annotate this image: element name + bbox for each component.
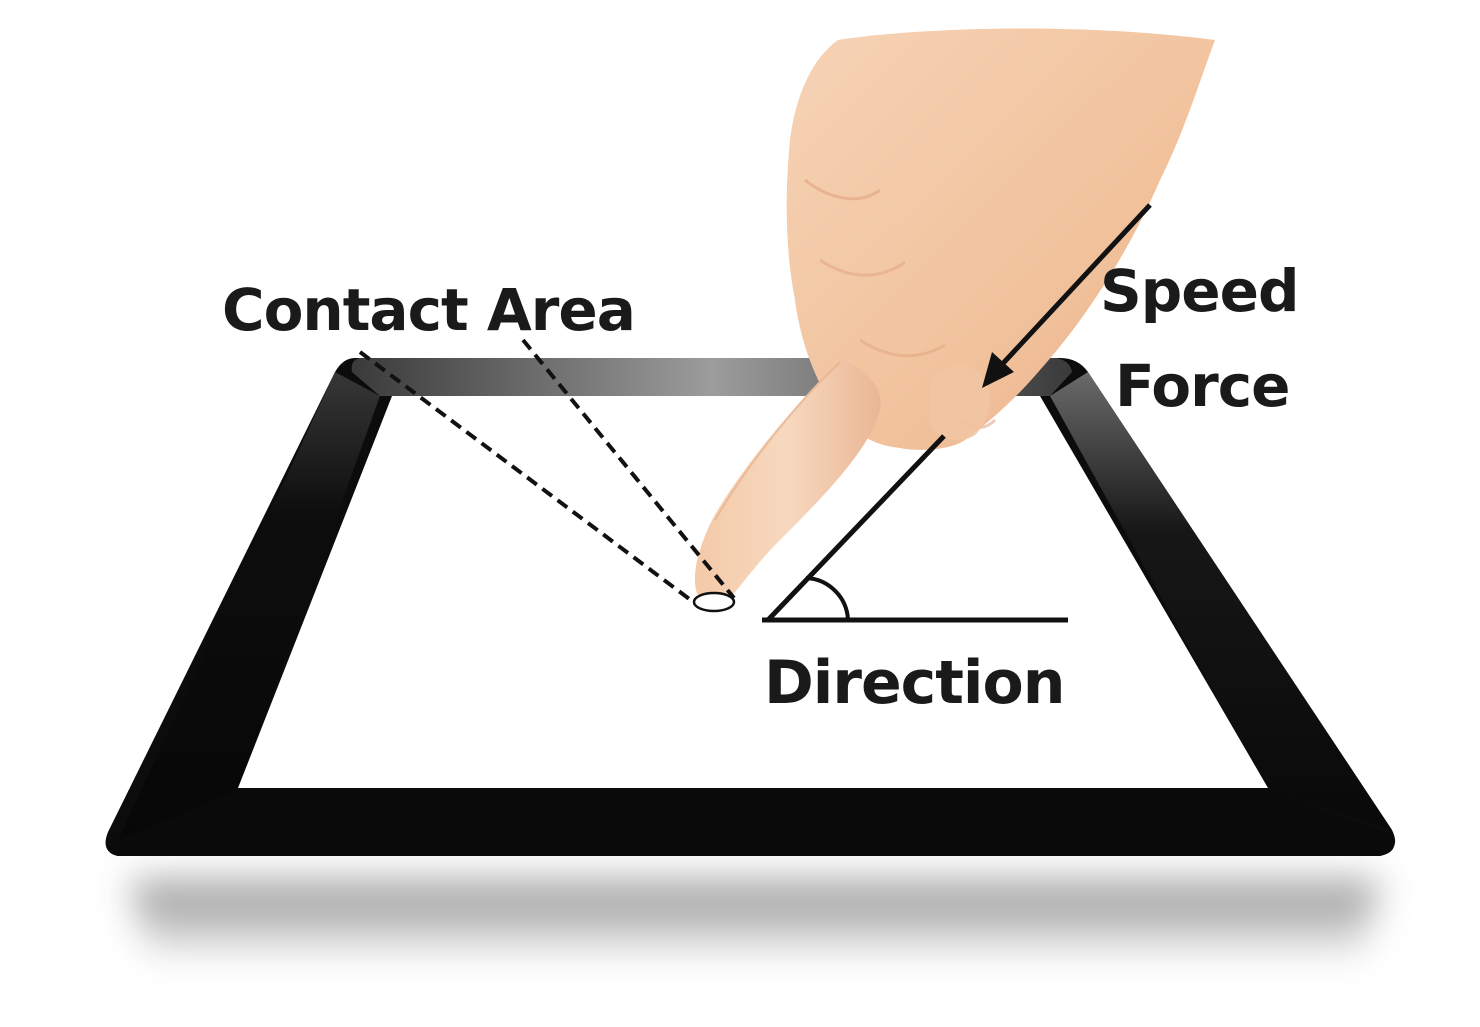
speed-label: Speed [1100,257,1299,325]
contact-area-label: Contact Area [222,276,636,344]
force-label: Force [1115,352,1290,420]
contact-area-indicator [358,338,736,613]
speed-force-arrow [982,203,1152,388]
contact-ellipse-icon [692,591,736,613]
tablet-screen [238,396,1268,788]
direction-indicator [762,434,1068,623]
tablet-shadow [130,880,1380,960]
tablet-frame [105,358,1396,856]
pointing-hand-icon [694,28,1215,606]
angle-arc-icon [805,576,850,621]
direction-label: Direction [764,648,1065,718]
